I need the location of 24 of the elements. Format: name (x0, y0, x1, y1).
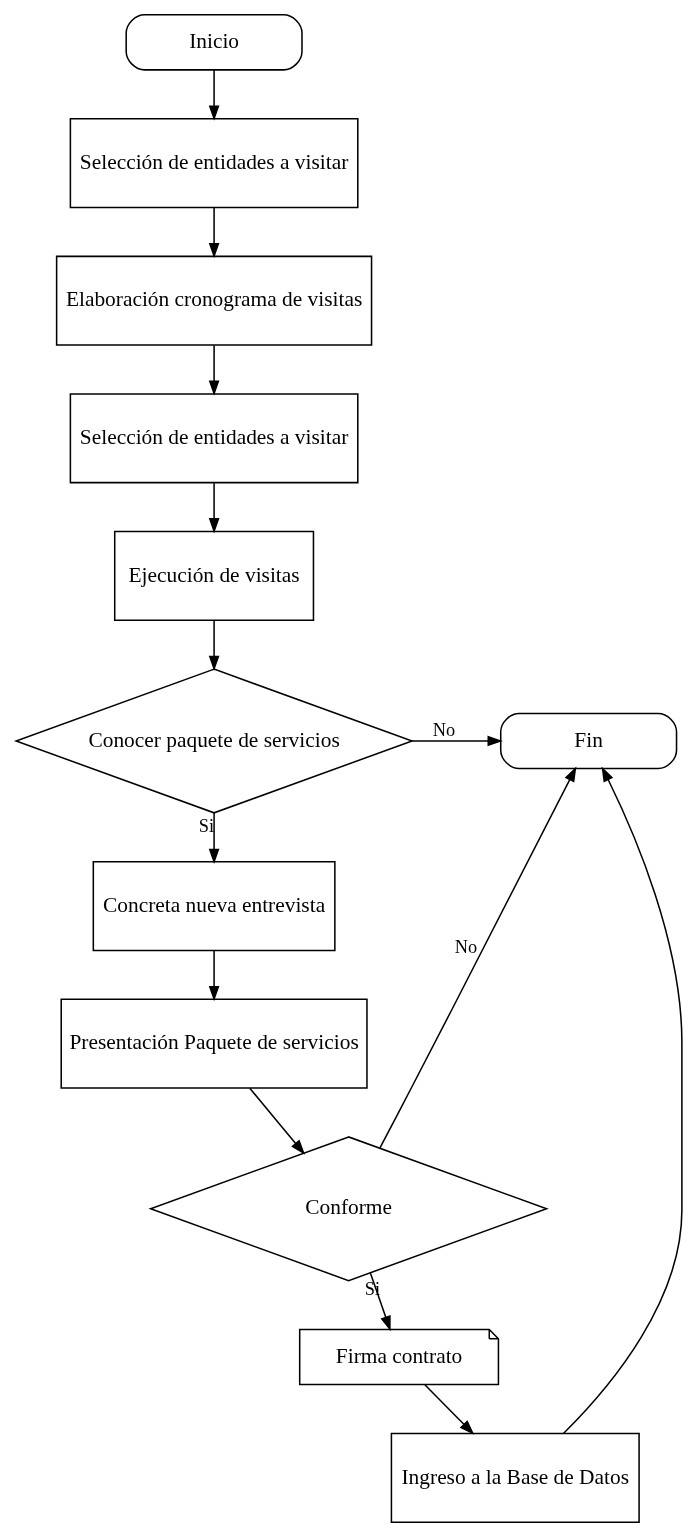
node-box: Selección de entidades a visitar (69, 393, 359, 484)
arrow (411, 735, 503, 747)
arrow (378, 766, 576, 1149)
node-diamond: Conocer paquete de servicios (13, 668, 414, 814)
arrow (208, 344, 219, 396)
node-box: Ejecución de visitas (113, 530, 314, 621)
arrow (248, 1087, 305, 1155)
node-box: Elaboración cronograma de visitas (55, 255, 372, 346)
arrow (208, 69, 219, 121)
arrow (208, 482, 219, 534)
node-box: Selección de entidades a visitar (69, 118, 359, 209)
arrow (208, 812, 219, 865)
node-box: Ingreso a la Base de Datos (390, 1432, 640, 1523)
node-box: Concreta nueva entrevista (92, 861, 336, 952)
edge-label: No (432, 719, 455, 740)
edge-label: No (454, 937, 477, 958)
node-box: Inicio (124, 14, 303, 71)
node-box: Presentación Paquete de servicios (59, 998, 368, 1089)
arrow (208, 619, 219, 671)
arrow (208, 950, 219, 1002)
arrow (562, 766, 683, 1435)
arrow (423, 1383, 474, 1435)
arrow (208, 207, 219, 259)
node-box: Fin (499, 712, 677, 770)
